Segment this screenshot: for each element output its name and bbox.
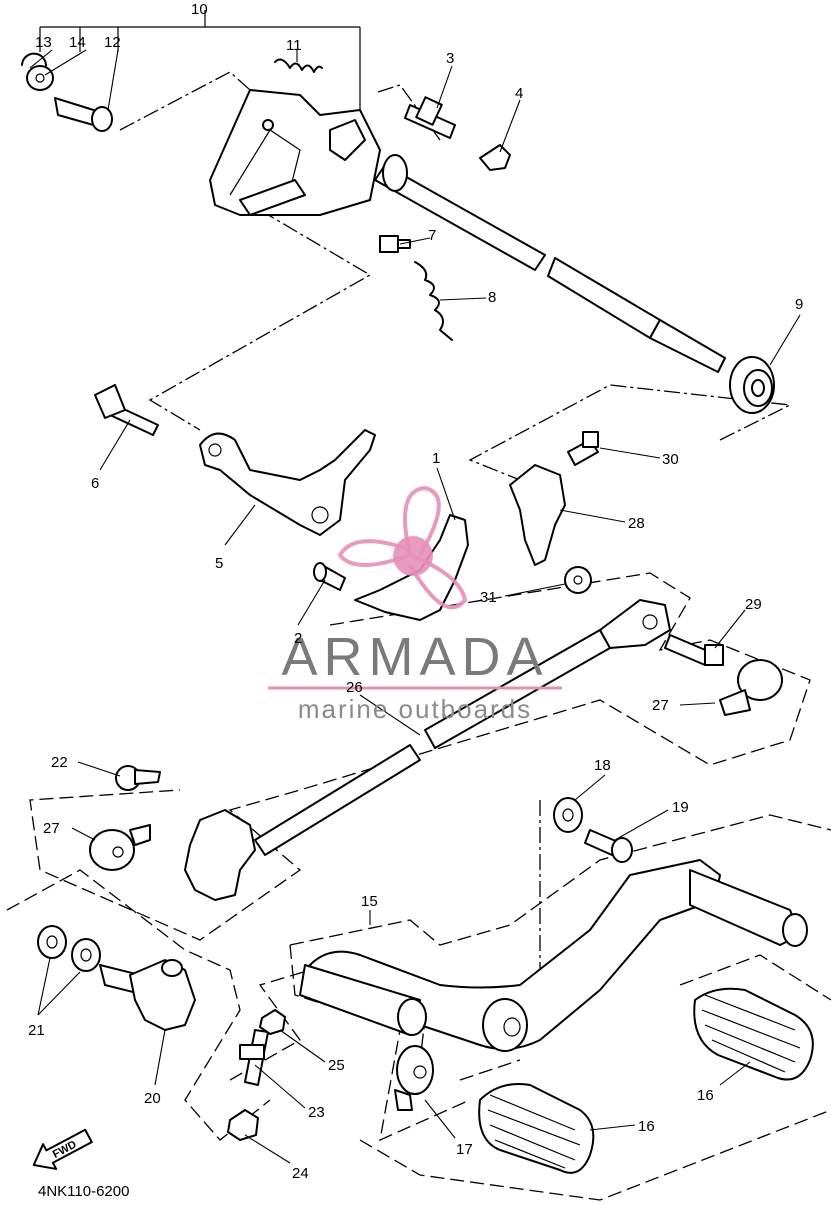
washers-21	[37, 925, 101, 972]
washer-31	[564, 566, 592, 594]
part-label: 23	[308, 1104, 325, 1121]
part-label: 29	[745, 596, 762, 613]
part-label: 25	[328, 1057, 345, 1074]
part-label: 27	[43, 820, 60, 837]
oil-seal-9	[729, 356, 775, 414]
collar-12	[54, 97, 113, 132]
footrest-16-lower	[478, 1083, 595, 1174]
part-label: 27	[652, 697, 669, 714]
part-label: 18	[594, 757, 611, 774]
shift-pedal-15	[299, 859, 808, 1052]
part-label: 19	[672, 799, 689, 816]
lever-28	[509, 464, 566, 566]
bolt-7	[379, 235, 411, 253]
part-label: 30	[662, 451, 679, 468]
assembly-lines	[6, 10, 831, 1201]
part-label: 15	[361, 893, 378, 910]
shift-arm-20	[99, 959, 196, 1031]
part-label: 5	[215, 555, 223, 572]
bolt-22	[115, 765, 161, 791]
part-label: 26	[346, 679, 363, 696]
bolt-3	[404, 96, 456, 139]
watermark: ARMADA marine outboards	[268, 485, 562, 724]
part-label: 31	[480, 589, 497, 606]
watermark-tagline: marine outboards	[298, 694, 532, 724]
clip-4	[479, 144, 511, 171]
part-label: 21	[28, 1022, 45, 1039]
nut-24	[227, 1109, 259, 1141]
shift-shaft-assembly	[209, 89, 726, 373]
part-label: 13	[35, 34, 52, 51]
part-label: 4	[515, 85, 523, 102]
adjuster-23	[239, 1029, 269, 1086]
bolt-29	[664, 634, 724, 666]
fwd-arrow-icon: FWD	[32, 1128, 93, 1170]
part-label: 12	[104, 34, 121, 51]
bolt-6	[94, 384, 159, 436]
stopper-lever-5	[199, 429, 376, 536]
part-label: 2	[294, 630, 302, 647]
joint-27-lower	[89, 824, 151, 871]
diagram-code: 4NK110-6200	[38, 1183, 129, 1200]
part-label: 24	[292, 1165, 309, 1182]
joint-17	[394, 1045, 434, 1111]
leader-lines	[29, 49, 801, 1164]
joint-27-upper	[719, 659, 783, 716]
shift-arm-lower	[184, 809, 256, 901]
part-label: 6	[91, 475, 99, 492]
part-label: 20	[144, 1090, 161, 1107]
spring-8	[414, 261, 453, 341]
part-label: 10	[191, 1, 208, 18]
part-label: 28	[628, 515, 645, 532]
part-label: 17	[456, 1141, 473, 1158]
propeller-logo-icon	[337, 485, 468, 610]
washer-14	[26, 65, 54, 91]
spring-11	[274, 58, 323, 73]
part-labels: 10 13 14 12 11 3 4 7 8 9 6 5 1 2 30 28 3…	[28, 1, 803, 1182]
footrest-16-upper	[693, 987, 814, 1081]
part-label: 9	[795, 296, 803, 313]
bolt-19	[584, 829, 633, 863]
bolt-30	[567, 431, 599, 466]
part-label: 14	[69, 34, 86, 51]
part-label: 7	[428, 227, 436, 244]
washer-18	[553, 797, 583, 833]
part-label: 11	[286, 37, 302, 54]
part-label: 16	[697, 1087, 714, 1104]
part-label: 1	[432, 450, 440, 467]
part-label: 3	[446, 50, 454, 67]
nut-25	[259, 1009, 286, 1035]
screw-2	[313, 562, 346, 591]
watermark-brand: ARMADA	[281, 627, 548, 687]
part-label: 16	[638, 1118, 655, 1135]
part-label: 22	[51, 754, 68, 771]
part-label: 8	[488, 289, 496, 306]
